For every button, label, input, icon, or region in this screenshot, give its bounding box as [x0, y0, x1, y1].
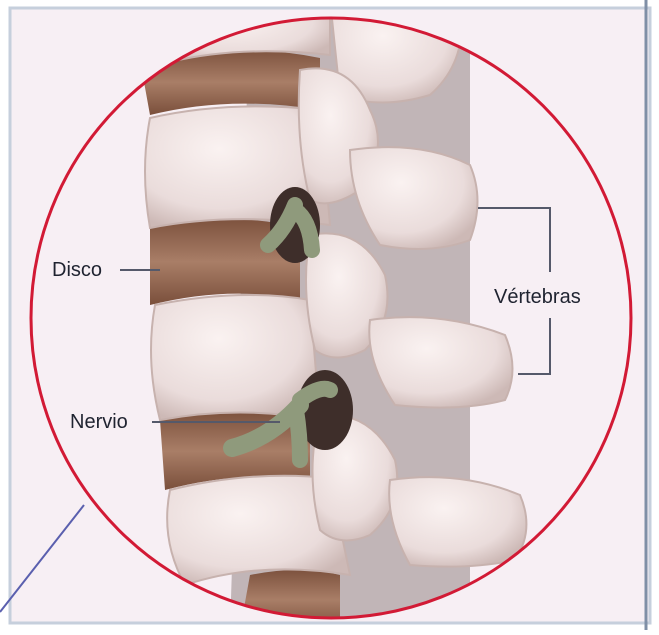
- spinous-process: [389, 477, 526, 567]
- spinous-process: [369, 317, 512, 407]
- spine-illustration: [140, 0, 526, 630]
- label-disc: Disco: [52, 259, 102, 281]
- label-nerve: Nervio: [70, 411, 128, 433]
- label-vertebrae: Vértebras: [494, 286, 581, 308]
